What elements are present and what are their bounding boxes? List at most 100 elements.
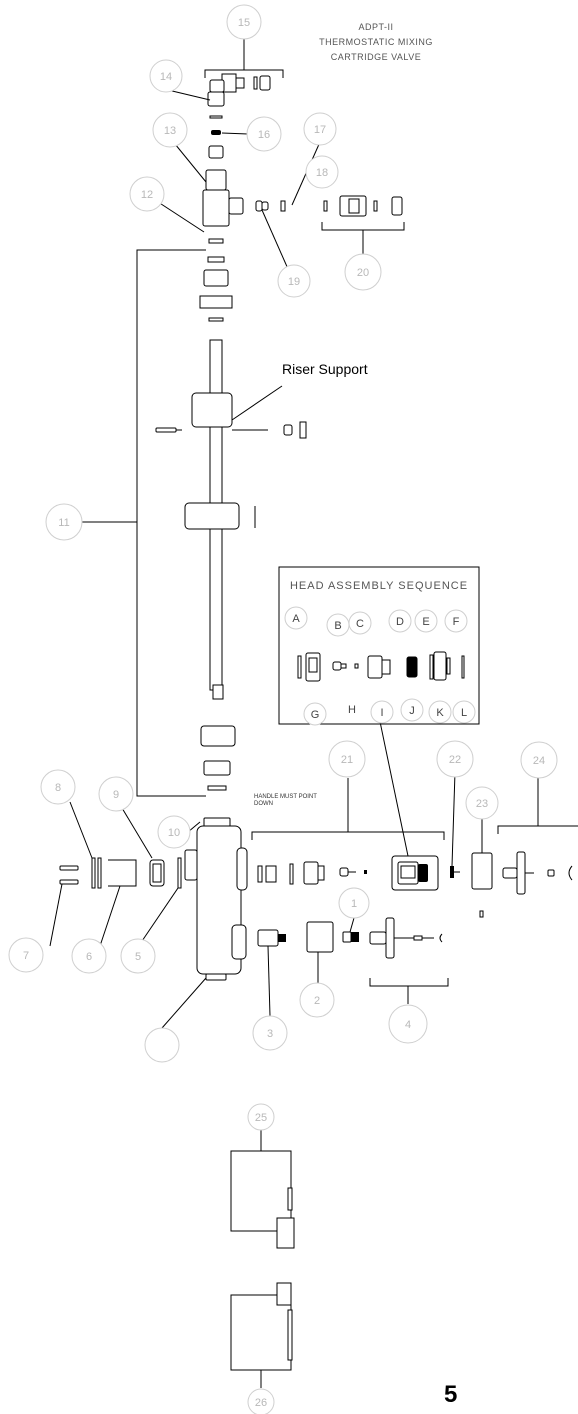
part-14-washer	[209, 115, 223, 119]
svg-text:3: 3	[267, 1028, 273, 1040]
part-16	[211, 130, 221, 135]
callout-bubbles: 15 14 16 13 17 18 12 19 20 11 21 22 23 2…	[8, 4, 558, 1414]
callout-11: 11	[45, 503, 83, 541]
callout-25: 25	[247, 1103, 275, 1131]
svg-text:9: 9	[113, 789, 119, 801]
svg-text:4: 4	[405, 1019, 411, 1031]
callout-23: 23	[465, 786, 499, 820]
head-letter-e: E	[414, 609, 438, 633]
svg-text:E: E	[422, 616, 429, 628]
callout-21: 21	[328, 740, 366, 778]
svg-text:10: 10	[168, 827, 180, 839]
head-letter-k: K	[428, 700, 452, 724]
page-number: 5	[444, 1381, 458, 1408]
callout-4: 4	[388, 1004, 428, 1044]
title-line-2: THERMOSTATIC MIXING	[319, 37, 433, 47]
svg-text:16: 16	[258, 129, 270, 141]
svg-text:20: 20	[357, 267, 369, 279]
callout-8: 8	[40, 769, 76, 805]
valve-body	[184, 817, 248, 981]
callout-12: 12	[129, 176, 165, 212]
svg-text:11: 11	[58, 517, 69, 529]
callout-1: 1	[338, 887, 370, 919]
title-line-3: CARTRIDGE VALVE	[331, 52, 422, 62]
callout-9: 9	[98, 776, 134, 812]
callout-18: 18	[305, 155, 339, 189]
head-letter-f: F	[444, 609, 468, 633]
part-22-washer	[450, 866, 460, 878]
svg-text:C: C	[356, 618, 364, 630]
title-block: ADPT-II THERMOSTATIC MIXING CARTRIDGE VA…	[319, 22, 433, 62]
callout-22: 22	[436, 740, 474, 778]
lower-parts	[257, 917, 449, 1004]
title-line-1: ADPT-II	[358, 22, 393, 32]
head-assembly-box	[278, 566, 480, 725]
head-letter-b: B	[326, 613, 350, 637]
svg-text:8: 8	[55, 782, 61, 794]
callout-2: 2	[299, 982, 335, 1018]
svg-text:2: 2	[314, 995, 320, 1007]
part-13	[208, 145, 224, 159]
svg-text:12: 12	[141, 189, 153, 201]
callout-26: 26	[247, 1388, 275, 1414]
part-26-box	[230, 1282, 293, 1388]
svg-text:25: 25	[255, 1112, 267, 1124]
callout-plain	[144, 1027, 180, 1063]
svg-text:H: H	[348, 704, 356, 716]
head-letter-bubbles: A B C D E F G H I J K L	[284, 606, 476, 726]
head-assembly-title: HEAD ASSEMBLY SEQUENCE	[289, 580, 469, 592]
part-25-box	[230, 1130, 295, 1249]
riser-assembly	[184, 238, 240, 791]
svg-text:18: 18	[316, 167, 328, 179]
callout-7: 7	[8, 937, 44, 973]
part-20-group	[321, 195, 405, 255]
callout-17: 17	[303, 112, 337, 146]
svg-text:15: 15	[238, 17, 250, 29]
head-letter-l: L	[452, 700, 476, 724]
head-letter-h: H	[348, 704, 356, 716]
svg-text:L: L	[461, 707, 467, 719]
svg-text:13: 13	[164, 125, 176, 137]
svg-text:6: 6	[86, 951, 92, 963]
part-15-group	[204, 38, 284, 93]
callout-16: 16	[246, 116, 282, 152]
svg-text:J: J	[409, 705, 415, 717]
part-4-handle	[497, 776, 578, 895]
svg-text:K: K	[436, 707, 444, 719]
callout-15: 15	[226, 4, 262, 40]
riser-support-parts	[155, 385, 307, 528]
svg-text:19: 19	[288, 276, 300, 288]
svg-text:22: 22	[449, 754, 461, 766]
callout-3: 3	[252, 1015, 288, 1051]
svg-text:B: B	[334, 620, 341, 632]
svg-text:26: 26	[255, 1397, 267, 1409]
svg-text:F: F	[453, 616, 460, 628]
svg-text:A: A	[292, 613, 300, 625]
riser-orientation-note: HANDLE MUST POINT DOWN	[254, 794, 317, 807]
callout-10: 10	[157, 815, 191, 849]
part-18	[280, 200, 286, 212]
svg-text:I: I	[380, 707, 383, 719]
svg-text:17: 17	[314, 124, 326, 136]
riser-support-label: Riser Support	[282, 361, 368, 377]
head-letter-j: J	[400, 698, 424, 722]
callout-14: 14	[149, 59, 183, 93]
svg-text:5: 5	[135, 951, 141, 963]
part-12-tee	[202, 169, 244, 227]
svg-text:D: D	[396, 616, 404, 628]
part-23-cap	[471, 812, 493, 918]
callout-24: 24	[520, 741, 558, 779]
callout-6: 6	[71, 938, 107, 974]
head-letter-a: A	[284, 606, 308, 630]
svg-text:14: 14	[160, 71, 172, 83]
left-side-parts	[59, 857, 182, 889]
callout-19: 19	[277, 264, 311, 298]
part-19-seal	[255, 200, 269, 212]
part-11-bracket	[82, 249, 206, 797]
head-letter-i: I	[370, 700, 394, 724]
svg-text:23: 23	[476, 798, 488, 810]
callout-5: 5	[120, 938, 156, 974]
svg-text:24: 24	[533, 755, 545, 767]
svg-text:7: 7	[23, 950, 29, 962]
